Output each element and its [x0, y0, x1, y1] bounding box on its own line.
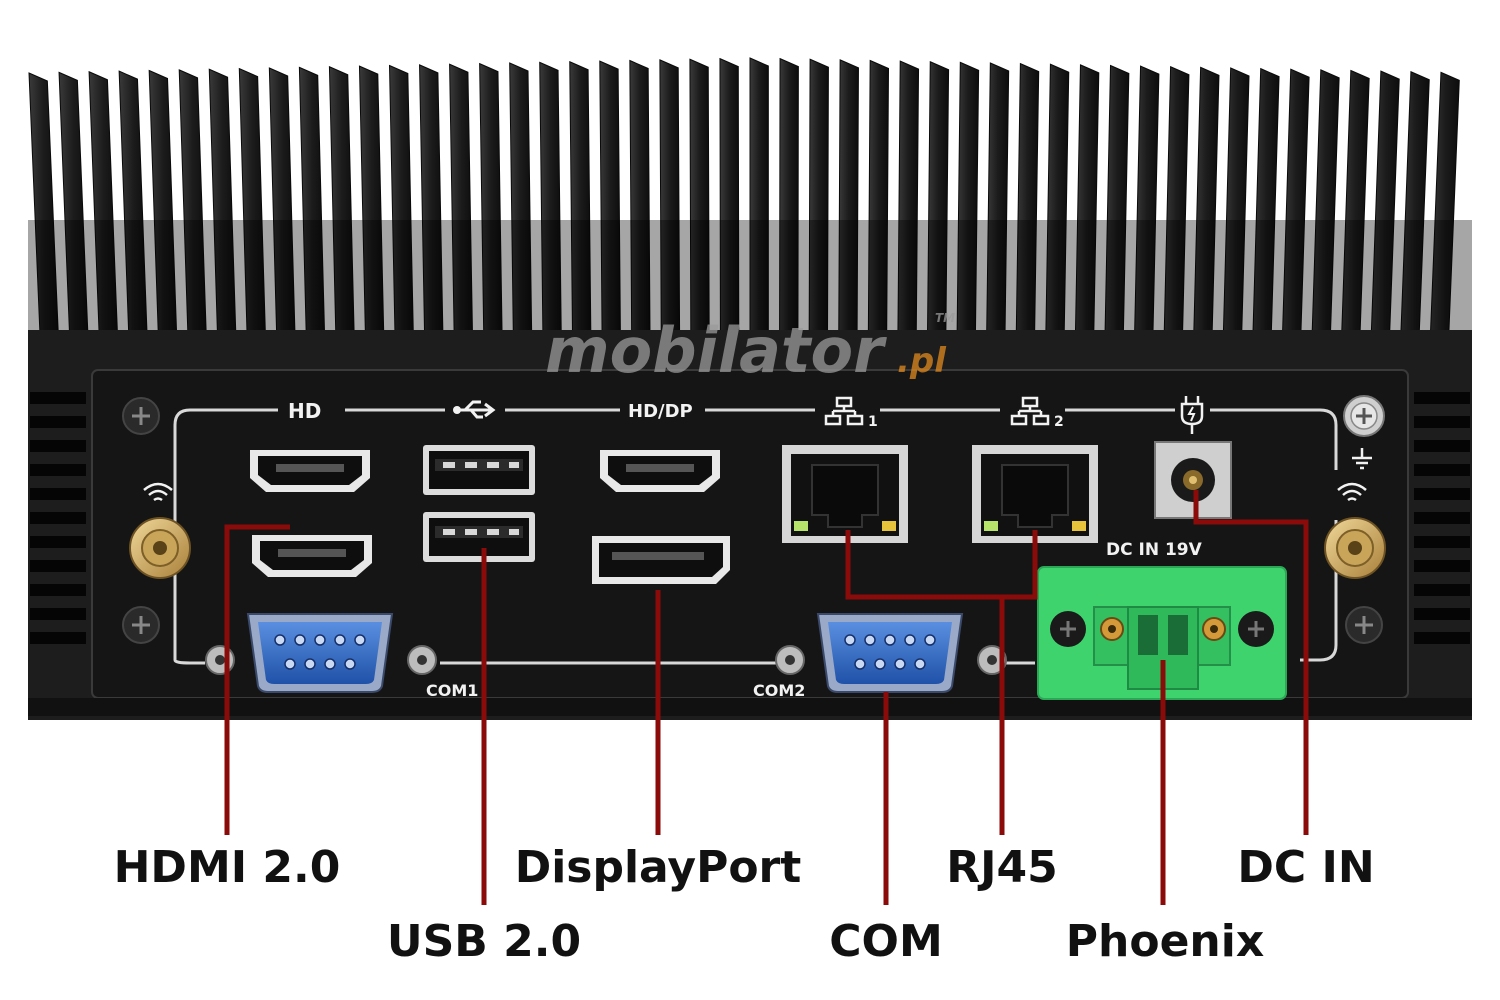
watermark-brand: mobilator	[545, 314, 887, 387]
vent-slot	[1414, 392, 1470, 404]
antenna-connector-right	[1324, 517, 1386, 579]
lan1-index: 1	[868, 414, 878, 430]
serial-pin	[844, 634, 856, 646]
vent-slot	[30, 536, 86, 548]
screw-icon	[122, 606, 160, 644]
vent-slot	[1414, 608, 1470, 620]
heatsink-shadow	[28, 220, 1472, 335]
serial-pin	[854, 658, 866, 670]
wifi-icon	[143, 482, 173, 502]
serial-face	[828, 622, 952, 684]
callout-usb: USB 2.0	[387, 916, 581, 967]
serial-pin	[294, 634, 306, 646]
screw-icon	[1345, 606, 1383, 644]
callout-rj45: RJ45	[946, 842, 1057, 893]
dc-in-jack	[1154, 441, 1232, 519]
com2-serial-port	[775, 613, 1007, 693]
serial-pin	[884, 634, 896, 646]
network-icon	[824, 396, 864, 426]
rj45-port-2	[972, 445, 1098, 543]
vent-slot	[30, 512, 86, 524]
vent-slot	[1414, 584, 1470, 596]
serial-pin	[864, 634, 876, 646]
side-vents-right	[1414, 392, 1470, 644]
callout-hdmi: HDMI 2.0	[114, 842, 341, 893]
panel-screws	[122, 397, 1383, 644]
usb-port-1	[423, 445, 535, 495]
screw-icon	[122, 397, 160, 435]
vent-slot	[30, 608, 86, 620]
antenna-connector-left	[129, 517, 191, 579]
phoenix-terminal-block	[1037, 566, 1287, 700]
callout-com: COM	[829, 916, 942, 967]
serial-pin	[314, 634, 326, 646]
com2-label: COM2	[753, 681, 805, 700]
vent-slot	[1414, 536, 1470, 548]
serial-pin	[924, 634, 936, 646]
serial-pin	[914, 658, 926, 670]
usb-port-2	[423, 512, 535, 562]
vent-slot	[30, 584, 86, 596]
heatsink-fins	[28, 57, 1472, 336]
vent-slot	[30, 488, 86, 500]
vent-slot	[1414, 416, 1470, 428]
hdmi-logo-label: HD	[288, 399, 321, 423]
leader-line-rj45	[845, 530, 1038, 835]
ground-screw	[1343, 395, 1385, 437]
callout-displayport: DisplayPort	[515, 842, 802, 893]
rj45-port-1	[782, 445, 908, 543]
watermark-suffix: .pl	[897, 341, 947, 381]
vent-slot	[30, 464, 86, 476]
leader-line-hdmi	[224, 524, 290, 835]
watermark: mobilator .pl TM	[545, 311, 955, 387]
power-plug-icon	[1180, 396, 1204, 434]
hd-dp-label: HD/DP	[628, 401, 693, 422]
serial-pin	[334, 634, 346, 646]
vent-slot	[1414, 560, 1470, 572]
hdmi-port-2	[252, 535, 372, 577]
serial-pin	[904, 634, 916, 646]
com1-serial-port	[205, 613, 437, 693]
network-icon	[1010, 396, 1050, 426]
hdmi-port-1	[250, 450, 370, 492]
vent-slot	[1414, 440, 1470, 452]
side-vents-left	[30, 392, 86, 644]
vent-slot	[30, 440, 86, 452]
vent-slot	[30, 632, 86, 644]
leader-lines	[224, 490, 1309, 905]
callout-phoenix: Phoenix	[1066, 916, 1264, 967]
serial-pin	[274, 634, 286, 646]
vent-slot	[1414, 488, 1470, 500]
ground-icon	[1352, 448, 1372, 470]
lan2-index: 2	[1054, 414, 1064, 430]
displayport-port	[592, 536, 730, 584]
wifi-icon	[1337, 482, 1367, 502]
vent-slot	[1414, 632, 1470, 644]
serial-face	[258, 622, 382, 684]
leader-line-dc-in	[1193, 490, 1309, 835]
vent-slot	[30, 416, 86, 428]
usb-icon	[453, 400, 496, 419]
com1-label: COM1	[426, 681, 478, 700]
panel-silkscreen-outline	[173, 408, 1338, 665]
serial-pin	[354, 634, 366, 646]
serial-pin	[284, 658, 296, 670]
serial-pin	[344, 658, 356, 670]
callout-dc-in: DC IN	[1237, 842, 1374, 893]
dc-in-panel-label: DC IN 19V	[1106, 540, 1203, 560]
serial-pin	[874, 658, 886, 670]
watermark-tm: TM	[935, 311, 955, 325]
vent-slot	[30, 392, 86, 404]
vent-slot	[1414, 464, 1470, 476]
vent-slot	[1414, 512, 1470, 524]
vent-slot	[30, 560, 86, 572]
serial-pin	[304, 658, 316, 670]
serial-pin	[894, 658, 906, 670]
serial-pin	[324, 658, 336, 670]
hdmi-port-3	[600, 450, 720, 492]
